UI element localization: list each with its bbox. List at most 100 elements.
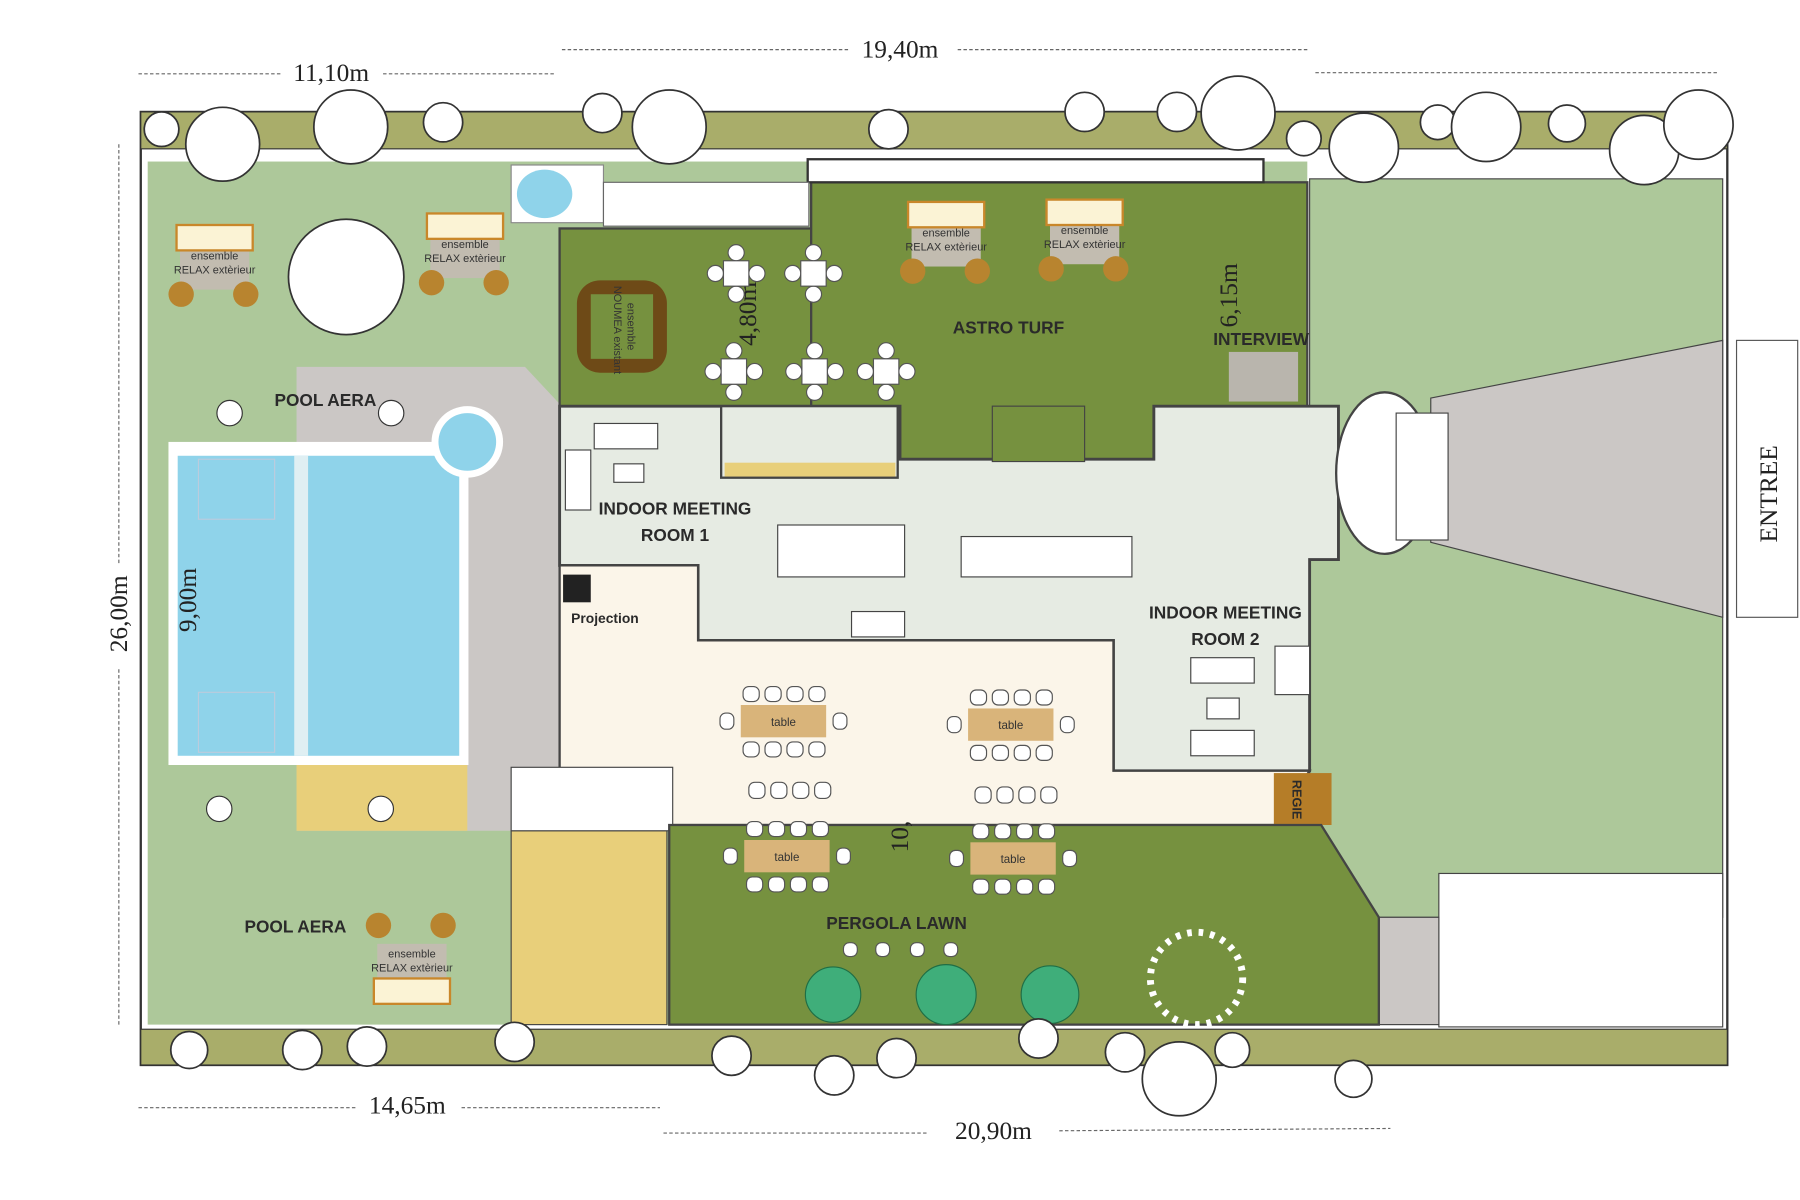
sofa bbox=[564, 449, 592, 511]
tree-icon bbox=[1662, 89, 1734, 161]
tree-icon bbox=[1104, 1031, 1146, 1073]
large-tree-icon bbox=[287, 218, 405, 336]
tree-icon bbox=[876, 1037, 918, 1079]
relax-label: ensemble bbox=[1061, 225, 1109, 237]
meeting-room-1-line2: ROOM 1 bbox=[641, 525, 710, 545]
interview-table bbox=[1228, 351, 1299, 402]
chair bbox=[1040, 786, 1058, 804]
tree-icon bbox=[143, 111, 180, 148]
tree-icon bbox=[1200, 75, 1276, 151]
dining-table: table bbox=[719, 685, 848, 758]
chair bbox=[943, 942, 959, 958]
bistro-table bbox=[856, 342, 916, 401]
relax-label: RELAX extèrieur bbox=[905, 241, 987, 253]
tree-icon bbox=[711, 1035, 753, 1077]
chair bbox=[875, 942, 891, 958]
dim-pergola: 10, bbox=[886, 821, 914, 853]
sand-area bbox=[510, 830, 668, 1026]
shrubs bbox=[804, 964, 1080, 1026]
tree-icon bbox=[1064, 91, 1106, 133]
coffee-table bbox=[1206, 697, 1240, 720]
dim-pool: 9,00m bbox=[174, 568, 202, 632]
spiral-staircase bbox=[1335, 391, 1449, 555]
hedge-bottom bbox=[140, 1028, 1728, 1066]
chair bbox=[792, 781, 810, 800]
dining-table: table bbox=[949, 823, 1078, 895]
chair bbox=[842, 942, 858, 958]
service-area bbox=[1378, 916, 1440, 1026]
table-label: table bbox=[774, 852, 799, 864]
tree-icon bbox=[1419, 104, 1456, 141]
pergola-lawn-label: PERGOLA LAWN bbox=[826, 913, 967, 933]
noumea-lounge-set: ensemble NOUMEA existant bbox=[576, 280, 667, 374]
entrance-label: ENTREE bbox=[1755, 445, 1783, 542]
chair bbox=[974, 786, 992, 804]
bar-counter bbox=[724, 462, 896, 477]
stairs-top bbox=[602, 181, 810, 227]
tree-icon bbox=[1214, 1031, 1251, 1069]
tree-icon bbox=[1285, 120, 1323, 157]
chair bbox=[996, 786, 1014, 804]
tree-icon bbox=[1017, 1017, 1059, 1059]
dim-top-right: 19,40m bbox=[862, 36, 939, 64]
hedge-trees bbox=[143, 75, 1734, 1117]
table-label: table bbox=[771, 717, 796, 729]
svg-text:NOUMEA existant: NOUMEA existant bbox=[611, 286, 623, 374]
relax-label: ensemble bbox=[191, 251, 239, 263]
chair bbox=[814, 781, 832, 800]
meeting-table-1 bbox=[777, 524, 906, 578]
tree-icon bbox=[1156, 91, 1198, 133]
coffee-table bbox=[613, 463, 645, 483]
cabinet bbox=[1274, 645, 1311, 696]
dining-table: table bbox=[946, 689, 1075, 761]
sofa bbox=[1190, 657, 1255, 684]
pool-step bbox=[197, 691, 276, 753]
stairs-bottom bbox=[510, 766, 674, 832]
spa bbox=[438, 413, 497, 471]
tree-icon bbox=[169, 1030, 209, 1070]
relax-label: RELAX extèrieur bbox=[174, 264, 256, 276]
dim-interview: 6,15m bbox=[1215, 263, 1243, 327]
dim-bottom-left: 14,65m bbox=[369, 1091, 446, 1119]
pool-area-top-label: POOL AERA bbox=[274, 390, 376, 410]
tree-icon bbox=[346, 1026, 388, 1068]
dim-left: 26,00m bbox=[105, 575, 133, 652]
entrance-box bbox=[1735, 339, 1799, 618]
pool-step bbox=[197, 458, 276, 520]
relax-label: RELAX extèrieur bbox=[371, 963, 453, 975]
regie-label: REGIE bbox=[1289, 780, 1303, 819]
dim-bottom-right: 20,90m bbox=[955, 1117, 1032, 1145]
hall-console bbox=[850, 610, 906, 638]
table-label: table bbox=[1001, 854, 1026, 866]
table-label: table bbox=[998, 720, 1023, 732]
svg-text:ensemble: ensemble bbox=[625, 303, 637, 351]
meeting-room-1-line1: INDOOR MEETING bbox=[599, 499, 752, 519]
interview-label: INTERVIEW bbox=[1213, 329, 1309, 349]
meeting-room-2-line1: INDOOR MEETING bbox=[1149, 602, 1302, 622]
tree-icon bbox=[494, 1021, 536, 1063]
relax-label: ensemble bbox=[441, 239, 488, 251]
relax-label: ensemble bbox=[388, 949, 436, 961]
dim-top-left: 11,10m bbox=[293, 59, 369, 87]
tree-icon bbox=[281, 1029, 323, 1071]
relax-label: RELAX extèrieur bbox=[1044, 239, 1126, 251]
regie-booth bbox=[1273, 773, 1332, 825]
relax-label: ensemble bbox=[922, 228, 970, 240]
projector-icon bbox=[563, 574, 591, 603]
basin bbox=[516, 169, 573, 219]
tree-icon bbox=[1334, 1059, 1373, 1099]
parking-box bbox=[1438, 872, 1724, 1028]
tree-icon bbox=[1450, 91, 1522, 163]
astro-turf-label: ASTRO TURF bbox=[953, 317, 1064, 337]
tree-icon bbox=[1141, 1041, 1218, 1117]
tree-icon bbox=[184, 106, 261, 183]
sofa bbox=[1190, 729, 1255, 757]
bistro-table bbox=[784, 244, 843, 303]
tree-icon bbox=[1547, 104, 1587, 143]
